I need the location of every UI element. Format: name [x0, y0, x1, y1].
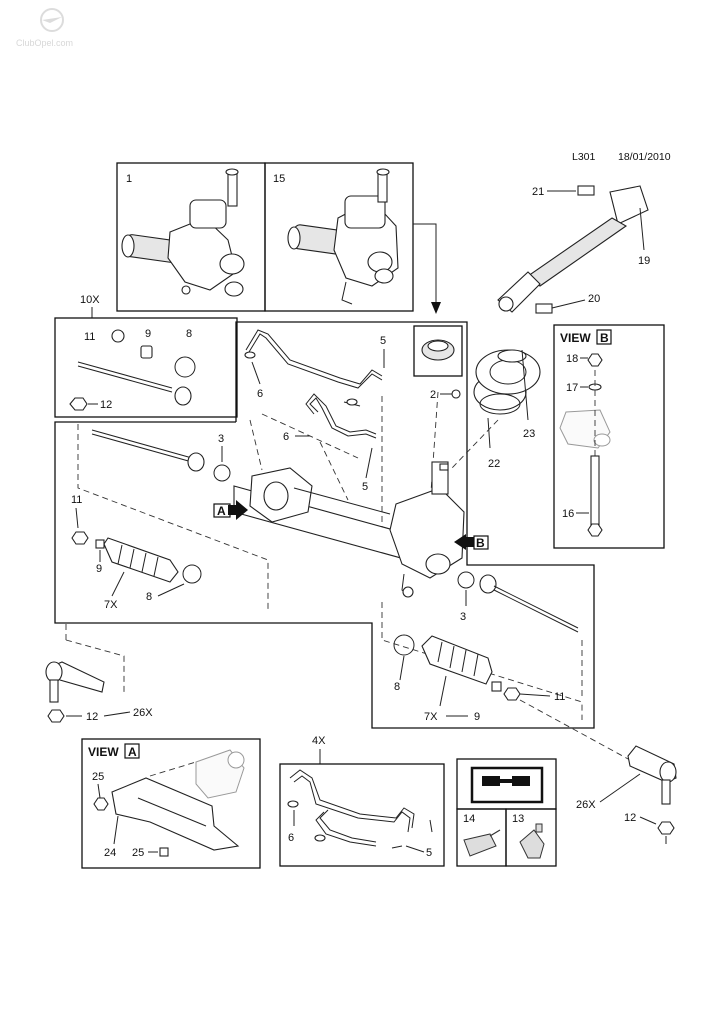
box-part-15: [264, 162, 414, 312]
steering-gear-housing-1: [121, 168, 245, 297]
tie-rod-end-left: [45, 661, 105, 703]
intermediate-shaft-19: [497, 185, 649, 313]
box-main-assembly: [54, 321, 595, 729]
label-6-upper: 6: [257, 388, 263, 400]
label-1: 1: [126, 173, 132, 185]
label-9-left: 9: [96, 563, 102, 575]
label-3-lower: 3: [460, 611, 466, 623]
label-12-kit: 12: [100, 399, 112, 411]
watermark-text: ClubOpel.com: [16, 38, 73, 48]
box-part-2: [413, 325, 463, 377]
view-a-housing: [195, 749, 245, 799]
watermark-logo: ClubOpel.com: [16, 8, 73, 48]
label-4x: 4X: [312, 735, 326, 747]
label-26x-left: 26X: [133, 707, 153, 719]
box-kit-10x: [54, 317, 238, 418]
heat-shield-24: [111, 777, 240, 851]
arrow-label-a: A: [217, 504, 226, 518]
label-16: 16: [562, 508, 574, 520]
tie-rod-kit: [77, 361, 192, 406]
box-kit-4x: [279, 763, 445, 867]
label-21: 21: [532, 186, 544, 198]
wrench-book-icon: [470, 766, 544, 804]
pipe-kit-4x: [289, 769, 415, 847]
box-view-b: [553, 324, 665, 549]
arrow-label-b-box: [473, 535, 489, 550]
label-8-kit: 8: [186, 328, 192, 340]
view-b-letter: B: [600, 331, 609, 345]
diagram-date: 18/01/2010: [618, 151, 671, 163]
label-11-right: 11: [554, 691, 565, 703]
inner-tie-rod-right: [479, 574, 579, 633]
boot-7x-left: [103, 537, 179, 583]
view-b-housing: [559, 409, 611, 449]
label-25-lower: 25: [132, 847, 144, 859]
label-7x-right: 7X: [424, 711, 438, 723]
label-11-kit: 11: [84, 331, 95, 343]
label-23: 23: [523, 428, 535, 440]
label-5-middle: 5: [362, 481, 368, 493]
label-11-left: 11: [71, 494, 82, 506]
label-5-kit: 5: [426, 847, 432, 859]
label-20: 20: [588, 293, 600, 305]
arrow-down-icon: [431, 302, 441, 314]
label-9-kit: 9: [145, 328, 151, 340]
label-13: 13: [512, 813, 524, 825]
label-10x: 10X: [80, 294, 100, 306]
view-b-title: VIEW: [560, 331, 591, 345]
label-9-right: 9: [474, 711, 480, 723]
label-6-kit: 6: [288, 832, 294, 844]
label-5-upper: 5: [380, 335, 386, 347]
label-24: 24: [104, 847, 116, 859]
box-view-a: [81, 738, 261, 869]
steering-rack-housing: [233, 461, 465, 598]
label-14: 14: [463, 813, 475, 825]
label-26x-right: 26X: [576, 799, 596, 811]
boot-7x-right: [421, 635, 493, 685]
box-part-13: [505, 808, 557, 867]
arrow-right-icon: [236, 500, 248, 520]
label-6-middle: 6: [283, 431, 289, 443]
view-a-title: VIEW: [88, 745, 119, 759]
label-22: 22: [488, 458, 500, 470]
label-25-upper: 25: [92, 771, 104, 783]
arrow-left-icon: [454, 534, 466, 550]
label-2: 2: [430, 389, 436, 401]
tie-rod-end-right: [627, 745, 677, 805]
label-18: 18: [566, 353, 578, 365]
bolt-16: [587, 455, 603, 537]
label-8-right: 8: [394, 681, 400, 693]
steering-gear-housing-15: [287, 168, 399, 305]
label-7x-left: 7X: [104, 599, 118, 611]
view-a-letter: A: [128, 745, 137, 759]
grease-tube-icon: [519, 823, 545, 859]
label-8-left: 8: [146, 591, 152, 603]
label-12-right: 12: [624, 812, 636, 824]
oil-container-icon: [463, 829, 501, 857]
label-17: 17: [566, 382, 578, 394]
inner-tie-rod-left: [91, 429, 205, 472]
arrow-label-b: B: [476, 536, 485, 550]
label-3-upper: 3: [218, 433, 224, 445]
diagram-code: L301: [572, 151, 596, 163]
return-pipe: [305, 393, 377, 439]
label-15: 15: [273, 173, 285, 185]
label-19: 19: [638, 255, 650, 267]
pressure-pipe: [245, 329, 383, 389]
label-12-left: 12: [86, 711, 98, 723]
dust-boot-22: [473, 349, 541, 415]
